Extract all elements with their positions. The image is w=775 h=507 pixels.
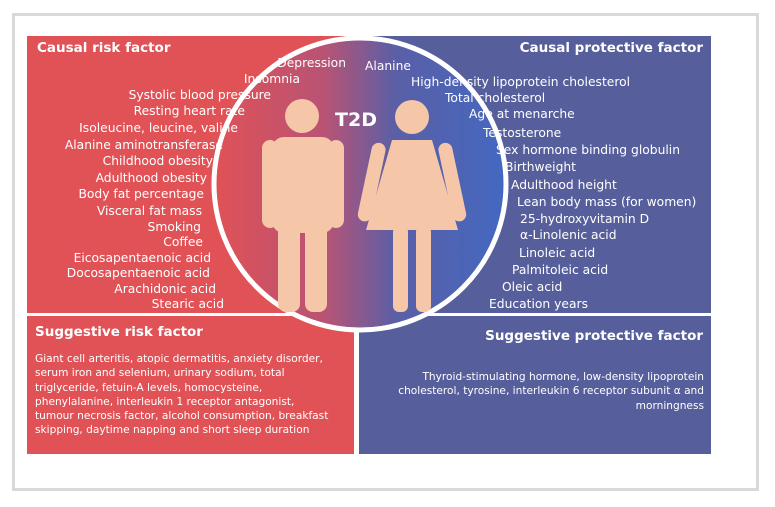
list-item: Stearic acid — [151, 297, 224, 311]
list-item: Body fat percentage — [78, 187, 204, 201]
female-figure-icon — [357, 100, 467, 312]
list-item: Insomnia — [243, 72, 300, 86]
list-item: Testosterone — [483, 126, 562, 140]
text-line: phenylalanine, interleukin 1 receptor an… — [35, 395, 295, 408]
list-item: Docosapentaenoic acid — [66, 266, 210, 280]
list-item: Resting heart rate — [133, 104, 245, 118]
text-line: Giant cell arteritis, atopic dermatitis,… — [35, 353, 323, 365]
list-item: Alanine — [365, 59, 411, 73]
text-line: triglyceride, fetuin-A levels, homocyste… — [35, 381, 263, 394]
list-item: Education years — [489, 297, 588, 311]
list-item: Visceral fat mass — [96, 204, 202, 218]
list-item: Depression — [277, 56, 346, 70]
suggestive-protective-panel — [359, 316, 711, 454]
causal-risk-title: Causal risk factor — [37, 40, 171, 56]
male-figure-icon — [262, 99, 344, 312]
causal-protective-title: Causal protective factor — [519, 40, 703, 56]
list-item: α-Linolenic acid — [520, 228, 617, 242]
t2d-label: T2D — [335, 109, 377, 131]
list-item: Isoleucine, leucine, valine — [79, 121, 238, 135]
list-item: High-density lipoprotein cholesterol — [411, 75, 631, 89]
list-item: Systolic blood pressure — [128, 88, 271, 102]
list-item: Eicosapentaenoic acid — [73, 251, 211, 265]
text-line: serum iron and selenium, urinary sodium,… — [35, 367, 285, 380]
suggestive-risk-text: Giant cell arteritis, atopic dermatitis,… — [35, 352, 345, 438]
text-line: Thyroid-stimulating hormone, low-density… — [422, 371, 704, 383]
suggestive-protective-text: Thyroid-stimulating hormone, low-density… — [372, 370, 704, 413]
list-item: Arachidonic acid — [114, 282, 216, 296]
text-line: cholesterol, tyrosine, interleukin 6 rec… — [398, 385, 704, 398]
suggestive-risk-panel — [27, 316, 354, 454]
list-item: Total cholesterol — [445, 91, 546, 105]
suggestive-risk-title: Suggestive risk factor — [35, 324, 203, 340]
text-line: morningness — [635, 399, 704, 412]
list-item: Birthweight — [505, 160, 576, 174]
list-item: Sex hormone binding globulin — [496, 143, 680, 157]
list-item: Smoking — [147, 220, 201, 234]
list-item: Alanine aminotransferase — [64, 138, 223, 152]
list-item: Linoleic acid — [519, 246, 596, 260]
list-item: Coffee — [163, 235, 203, 249]
text-line: skipping, daytime napping and short slee… — [35, 424, 310, 437]
suggestive-protective-title: Suggestive protective factor — [485, 328, 703, 344]
list-item: Palmitoleic acid — [512, 263, 609, 277]
text-line: tumour necrosis factor, alcohol consumpt… — [35, 410, 329, 423]
list-item: 25-hydroxyvitamin D — [520, 212, 650, 226]
list-item: Childhood obesity — [102, 154, 213, 168]
list-item: Age at menarche — [469, 107, 575, 121]
list-item: Lean body mass (for women) — [517, 195, 697, 209]
list-item: Oleic acid — [502, 280, 563, 294]
list-item: Adulthood obesity — [95, 171, 207, 185]
list-item: Adulthood height — [511, 178, 617, 192]
